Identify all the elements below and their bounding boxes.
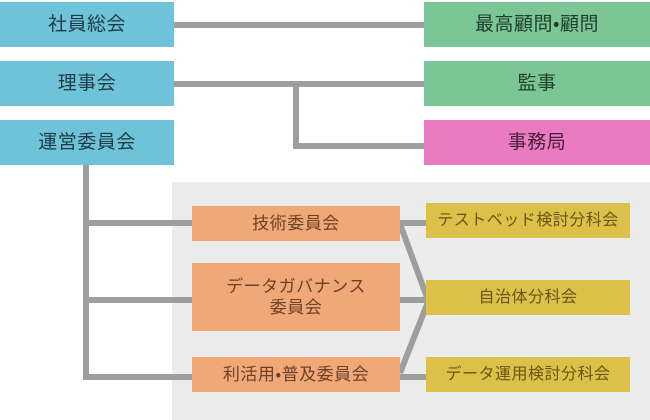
node-auditor[interactable]: 監事 <box>424 61 650 106</box>
node-technical-committee[interactable]: 技術委員会 <box>192 206 400 241</box>
node-general-assembly[interactable]: 社員総会 <box>0 2 174 47</box>
node-municipality-subcommittee[interactable]: 自治体分科会 <box>426 280 630 315</box>
connector-branch-to-utilization-committee <box>83 374 192 380</box>
connector-board-to-auditor <box>174 81 424 87</box>
connector-branch-to-data-governance-committee <box>83 297 192 303</box>
node-secretariat[interactable]: 事務局 <box>424 120 650 165</box>
node-senior-advisor[interactable]: 最高顧問・顧問 <box>424 2 650 47</box>
connector-board-drop-vertical <box>293 81 299 149</box>
connector-utilization-to-data-operation <box>400 374 426 380</box>
connector-branch-to-technical-committee <box>83 220 192 226</box>
node-data-operation-subcommittee[interactable]: データ運用検討分科会 <box>426 357 630 392</box>
node-data-governance-committee[interactable]: データガバナンス 委員会 <box>192 263 400 331</box>
node-testbed-subcommittee[interactable]: テストベッド検討分科会 <box>426 203 630 238</box>
node-utilization-promotion-committee[interactable]: 利活用・普及委員会 <box>192 357 400 392</box>
node-board-of-directors[interactable]: 理事会 <box>0 61 174 106</box>
connector-drop-to-secretariat <box>293 143 424 149</box>
connector-operating-committee-trunk <box>83 165 89 380</box>
connector-technical-to-testbed <box>400 220 426 226</box>
node-operating-committee[interactable]: 運営委員会 <box>0 120 174 165</box>
connector-general-assembly-to-advisor <box>174 22 424 28</box>
connector-governance-to-municipality <box>400 297 426 303</box>
